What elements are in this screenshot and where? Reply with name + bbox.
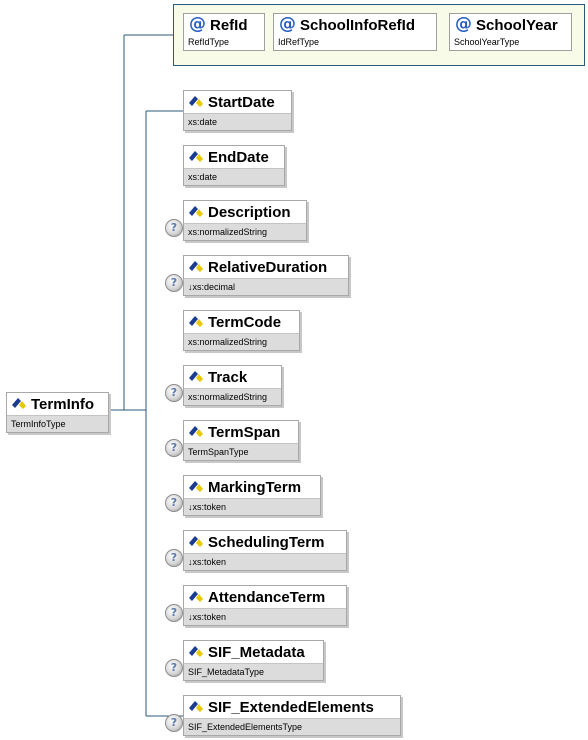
element-name: SIF_Metadata — [208, 644, 305, 661]
element-name: SIF_ExtendedElements — [208, 699, 374, 716]
element-type: ↓xs:token — [184, 553, 346, 570]
element-icon — [187, 423, 205, 444]
element-attendanceterm[interactable]: AttendanceTerm ↓xs:token — [183, 585, 347, 626]
element-startdate[interactable]: StartDate xs:date — [183, 90, 292, 131]
attribute-name: SchoolInfoRefId — [300, 17, 415, 34]
element-type: SIF_ExtendedElementsType — [184, 718, 400, 735]
optional-question-icon: ? — [165, 219, 183, 237]
optional-question-icon: ? — [165, 604, 183, 622]
element-type: xs:normalizedString — [184, 388, 281, 405]
element-type: xs:normalizedString — [184, 223, 306, 240]
attribute-name: SchoolYear — [476, 17, 558, 34]
element-enddate[interactable]: EndDate xs:date — [183, 145, 285, 186]
element-type: xs:date — [184, 168, 284, 185]
element-relativeduration[interactable]: RelativeDuration ↓xs:decimal — [183, 255, 349, 296]
element-type: TermSpanType — [184, 443, 298, 460]
element-name: TermInfo — [31, 396, 95, 413]
element-name: AttendanceTerm — [208, 589, 326, 606]
attribute-at-icon: @ — [279, 14, 296, 34]
element-icon — [187, 148, 205, 169]
attribute-at-icon: @ — [189, 14, 206, 34]
element-markingterm[interactable]: MarkingTerm ↓xs:token — [183, 475, 321, 516]
element-icon — [187, 258, 205, 279]
element-type: ↓xs:token — [184, 608, 346, 625]
element-icon — [187, 203, 205, 224]
element-icon — [187, 93, 205, 114]
element-type: xs:normalizedString — [184, 333, 299, 350]
element-name: MarkingTerm — [208, 479, 302, 496]
element-description[interactable]: Description xs:normalizedString — [183, 200, 307, 241]
attribute-type: IdRefType — [274, 36, 436, 50]
element-name: TermCode — [208, 314, 282, 331]
optional-question-icon: ? — [165, 384, 183, 402]
element-schedulingterm[interactable]: SchedulingTerm ↓xs:token — [183, 530, 347, 571]
attribute-schoolyear[interactable]: @ SchoolYear SchoolYearType — [449, 13, 572, 51]
optional-question-icon: ? — [165, 714, 183, 732]
optional-question-icon: ? — [165, 659, 183, 677]
element-icon — [187, 533, 205, 554]
element-icon — [187, 643, 205, 664]
attribute-group: @ RefId RefIdType @ SchoolInfoRefId IdRe… — [173, 4, 585, 66]
element-name: EndDate — [208, 149, 269, 166]
element-name: RelativeDuration — [208, 259, 328, 276]
element-name: StartDate — [208, 94, 275, 111]
element-type: xs:date — [184, 113, 291, 130]
element-icon — [10, 395, 28, 416]
optional-question-icon: ? — [165, 274, 183, 292]
attribute-type: SchoolYearType — [450, 36, 571, 50]
element-name: Track — [208, 369, 248, 386]
root-element-terminfo[interactable]: TermInfo TermInfoType — [6, 392, 109, 433]
element-name: Description — [208, 204, 291, 221]
attribute-type: RefIdType — [184, 36, 264, 50]
element-icon — [187, 368, 205, 389]
element-icon — [187, 478, 205, 499]
element-name: TermSpan — [208, 424, 281, 441]
element-track[interactable]: Track xs:normalizedString — [183, 365, 282, 406]
optional-question-icon: ? — [165, 549, 183, 567]
element-type: ↓xs:token — [184, 498, 320, 515]
attribute-name: RefId — [210, 17, 248, 34]
element-icon — [187, 588, 205, 609]
optional-question-icon: ? — [165, 494, 183, 512]
element-termcode[interactable]: TermCode xs:normalizedString — [183, 310, 300, 351]
attribute-schoolinforefid[interactable]: @ SchoolInfoRefId IdRefType — [273, 13, 437, 51]
attribute-refid[interactable]: @ RefId RefIdType — [183, 13, 265, 51]
element-type: SIF_MetadataType — [184, 663, 323, 680]
element-type: ↓xs:decimal — [184, 278, 348, 295]
element-icon — [187, 698, 205, 719]
attribute-at-icon: @ — [455, 14, 472, 34]
element-name: SchedulingTerm — [208, 534, 325, 551]
optional-question-icon: ? — [165, 439, 183, 457]
element-icon — [187, 313, 205, 334]
element-type: TermInfoType — [7, 415, 108, 432]
